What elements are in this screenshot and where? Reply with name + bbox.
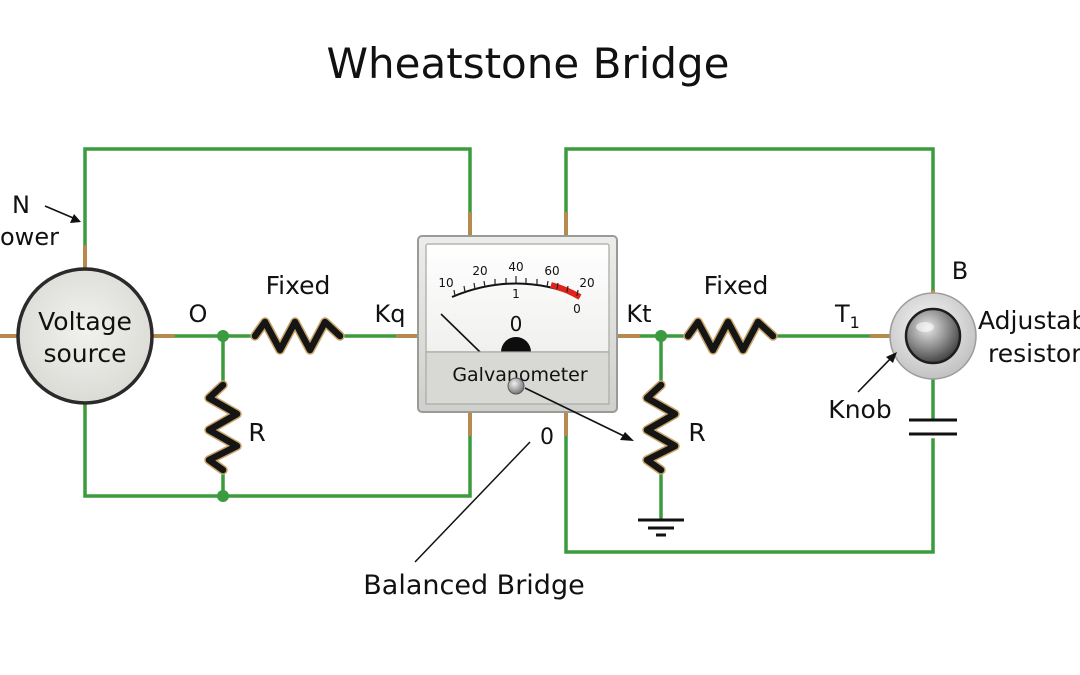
voltage-source-line2: source	[43, 339, 126, 368]
wire-right-bottom	[564, 416, 935, 554]
galvanometer-needle	[440, 313, 481, 353]
resistor-fixed-right	[683, 317, 778, 355]
balanced-bridge-leader	[414, 441, 531, 563]
galvanometer-scale-inner-0: 0	[573, 302, 581, 316]
galvanometer-scale-10: 10	[438, 276, 453, 290]
label-zero-bottom: 0	[540, 425, 554, 450]
arrow-knob	[857, 352, 897, 393]
galvanometer-scale-inner-1: 1	[512, 287, 520, 301]
galvanometer-ticks	[453, 276, 579, 297]
galvanometer-scale-60: 60	[544, 264, 559, 278]
label-t1-main: T	[834, 300, 850, 328]
label-t1-sub: 1	[850, 313, 860, 332]
galvanometer-pivot	[501, 337, 531, 352]
label-t1: T1	[834, 300, 860, 332]
wire-left-top	[83, 147, 472, 247]
ground-symbol	[638, 518, 684, 537]
label-adjustable-line1: Adjustab	[978, 306, 1080, 335]
galvanometer-scale-20b: 20	[579, 276, 594, 290]
capacitor-symbol	[909, 418, 957, 436]
resistor-r-left	[204, 380, 242, 475]
label-adjustable-line2: resistor	[988, 339, 1080, 368]
label-r-right: R	[688, 418, 705, 447]
arrow-galvanometer-to-r	[524, 387, 634, 441]
label-power: ower	[0, 223, 59, 251]
label-node-o: O	[189, 300, 208, 328]
label-fixed-left: Fixed	[266, 271, 331, 300]
voltage-source-line1: Voltage	[38, 307, 132, 336]
label-fixed-right: Fixed	[704, 271, 769, 300]
label-kq: Kq	[375, 300, 406, 328]
label-b: B	[952, 257, 968, 285]
galvanometer-label: Galvanometer	[452, 364, 588, 386]
voltage-source: Voltage source	[16, 267, 154, 405]
galvanometer-scale-40: 40	[508, 260, 523, 274]
label-n: N	[12, 191, 30, 219]
adjustable-resistor-knob	[889, 292, 977, 380]
label-kt: Kt	[626, 300, 651, 328]
label-balanced-bridge: Balanced Bridge	[363, 570, 584, 601]
wire-right-top	[564, 147, 935, 292]
junction-dots	[217, 330, 667, 502]
diagram-title: Wheatstone Bridge	[327, 39, 730, 88]
galvanometer: 10 20 40 60 20 1 0 0 Galvanometer	[417, 235, 618, 413]
resistor-r-right	[642, 380, 680, 475]
label-knob: Knob	[828, 395, 891, 424]
galvanometer-scale-20a: 20	[472, 264, 487, 278]
label-r-left: R	[248, 418, 265, 447]
resistor-fixed-left	[250, 317, 345, 355]
wire-left-bottom	[83, 403, 472, 498]
arrow-n	[44, 205, 81, 223]
galvanometer-screw	[507, 377, 525, 395]
galvanometer-center-zero: 0	[510, 312, 523, 336]
